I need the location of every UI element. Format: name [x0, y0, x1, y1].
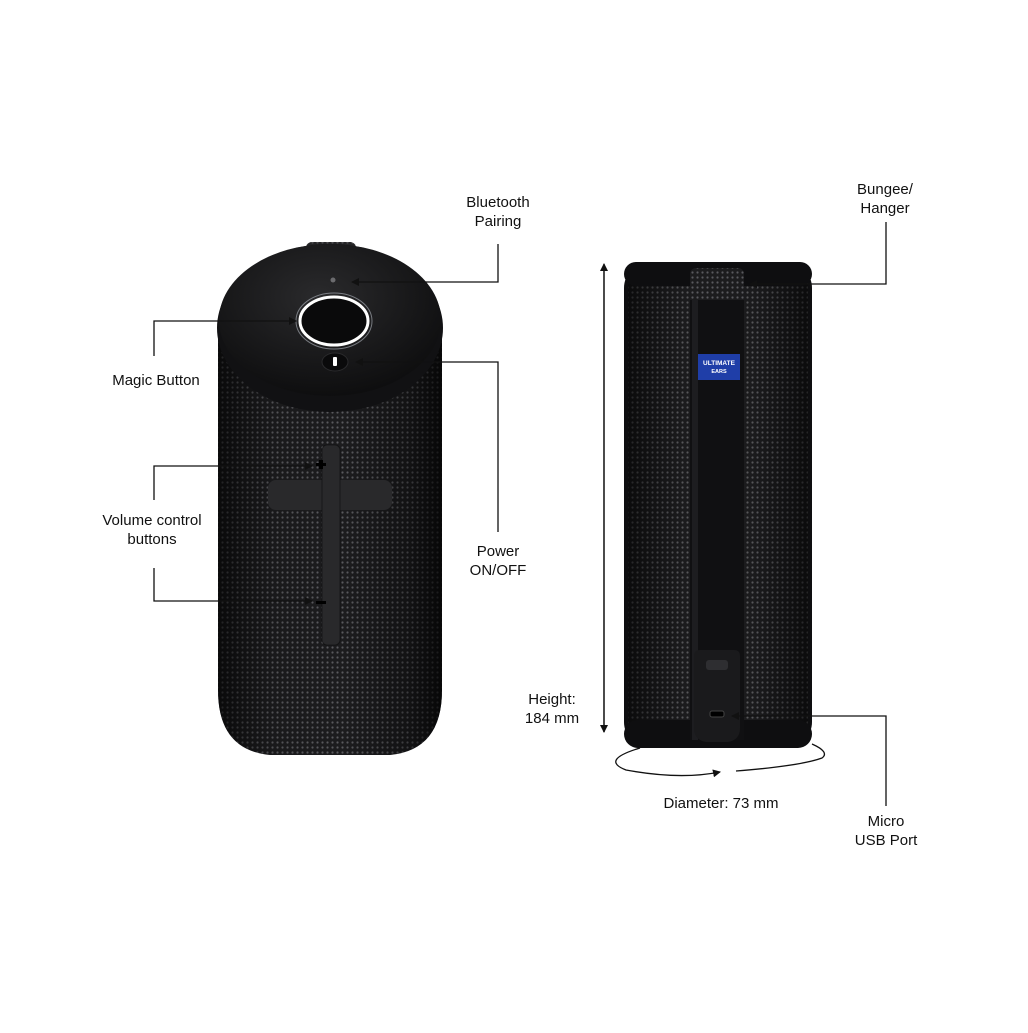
label-usb-line1: Micro — [867, 813, 905, 830]
label-power-line2: ON/OFF — [469, 562, 527, 579]
brand-badge — [698, 354, 740, 380]
label-bungee-hanger: Bungee/ Hanger — [840, 180, 930, 218]
label-magic-line1: Magic Button — [112, 372, 200, 389]
speaker-back-view: ULTIMATE EARS — [624, 262, 812, 748]
label-height: Height: 184 mm — [512, 690, 592, 728]
label-power-line1: Power — [476, 543, 520, 560]
label-diameter-line1: Diameter: 73 mm — [663, 795, 779, 812]
label-volume-line2: buttons — [127, 531, 177, 548]
label-bungee-line2: Hanger — [860, 200, 910, 217]
bungee-strap-top — [690, 268, 744, 304]
label-bluetooth-line1: Bluetooth — [466, 194, 530, 211]
label-bungee-line1: Bungee/ — [857, 181, 913, 198]
label-height-line2: 184 mm — [524, 710, 580, 727]
label-magic-button: Magic Button — [96, 371, 216, 390]
label-power: Power ON/OFF — [458, 542, 538, 580]
label-usb-line2: USB Port — [854, 832, 918, 849]
usb-port-cover[interactable] — [694, 650, 740, 742]
volume-bar-vertical — [322, 445, 340, 645]
badge-line-2: EARS — [711, 369, 727, 375]
leader-lines — [153, 222, 887, 806]
label-micro-usb: Micro USB Port — [840, 812, 932, 850]
micro-usb-icon[interactable] — [709, 710, 725, 718]
speaker-front-view — [217, 242, 443, 755]
label-bluetooth-pairing: Bluetooth Pairing — [452, 193, 544, 231]
label-volume-line1: Volume control — [102, 512, 202, 529]
label-diameter: Diameter: 73 mm — [646, 794, 796, 813]
label-height-line1: Height: — [528, 691, 576, 708]
volume-bar-horizontal — [268, 480, 392, 510]
bluetooth-dot-icon[interactable] — [330, 277, 336, 283]
label-bluetooth-line2: Pairing — [474, 213, 522, 230]
volume-down-button[interactable] — [316, 601, 326, 604]
label-volume-control: Volume control buttons — [88, 511, 216, 549]
badge-line-1: ULTIMATE — [703, 360, 736, 367]
ring-button-icon[interactable] — [298, 295, 370, 347]
